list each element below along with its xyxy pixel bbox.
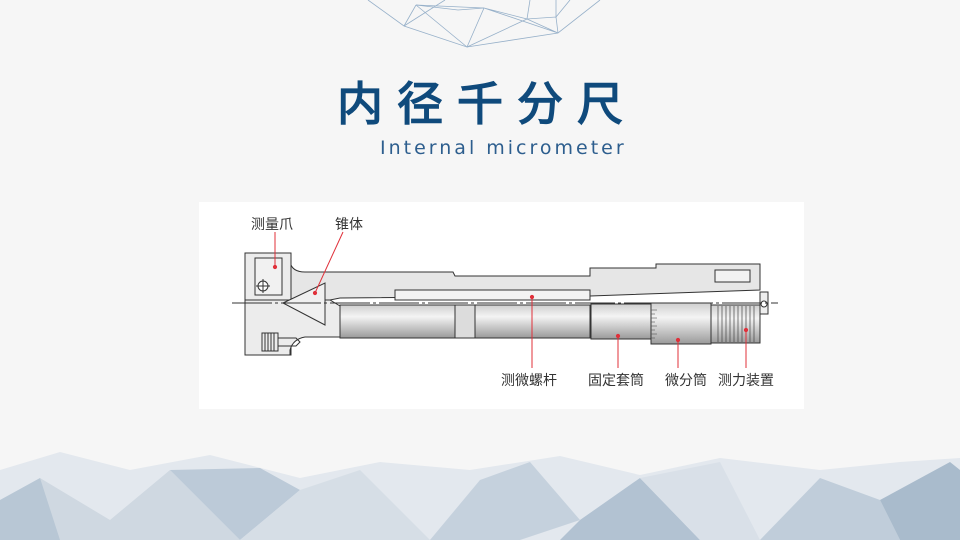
page-title: 内径千分尺 bbox=[337, 77, 637, 131]
label-ratchet: 测力装置 bbox=[718, 373, 774, 389]
label-thimble: 微分筒 bbox=[665, 373, 707, 389]
label-spindle: 测微螺杆 bbox=[501, 373, 557, 389]
label-fixed-sleeve: 固定套筒 bbox=[588, 373, 644, 389]
label-measuring-jaw: 测量爪 bbox=[251, 217, 293, 233]
jaw-spring bbox=[261, 332, 301, 352]
fixed-sleeve bbox=[590, 303, 652, 340]
leader-cone bbox=[314, 231, 344, 294]
thimble bbox=[650, 302, 712, 345]
label-cone: 锥体 bbox=[335, 217, 363, 233]
page-subtitle: Internal micrometer bbox=[380, 137, 627, 159]
ratchet bbox=[710, 304, 761, 344]
top-mesh-decoration bbox=[367, 0, 601, 48]
